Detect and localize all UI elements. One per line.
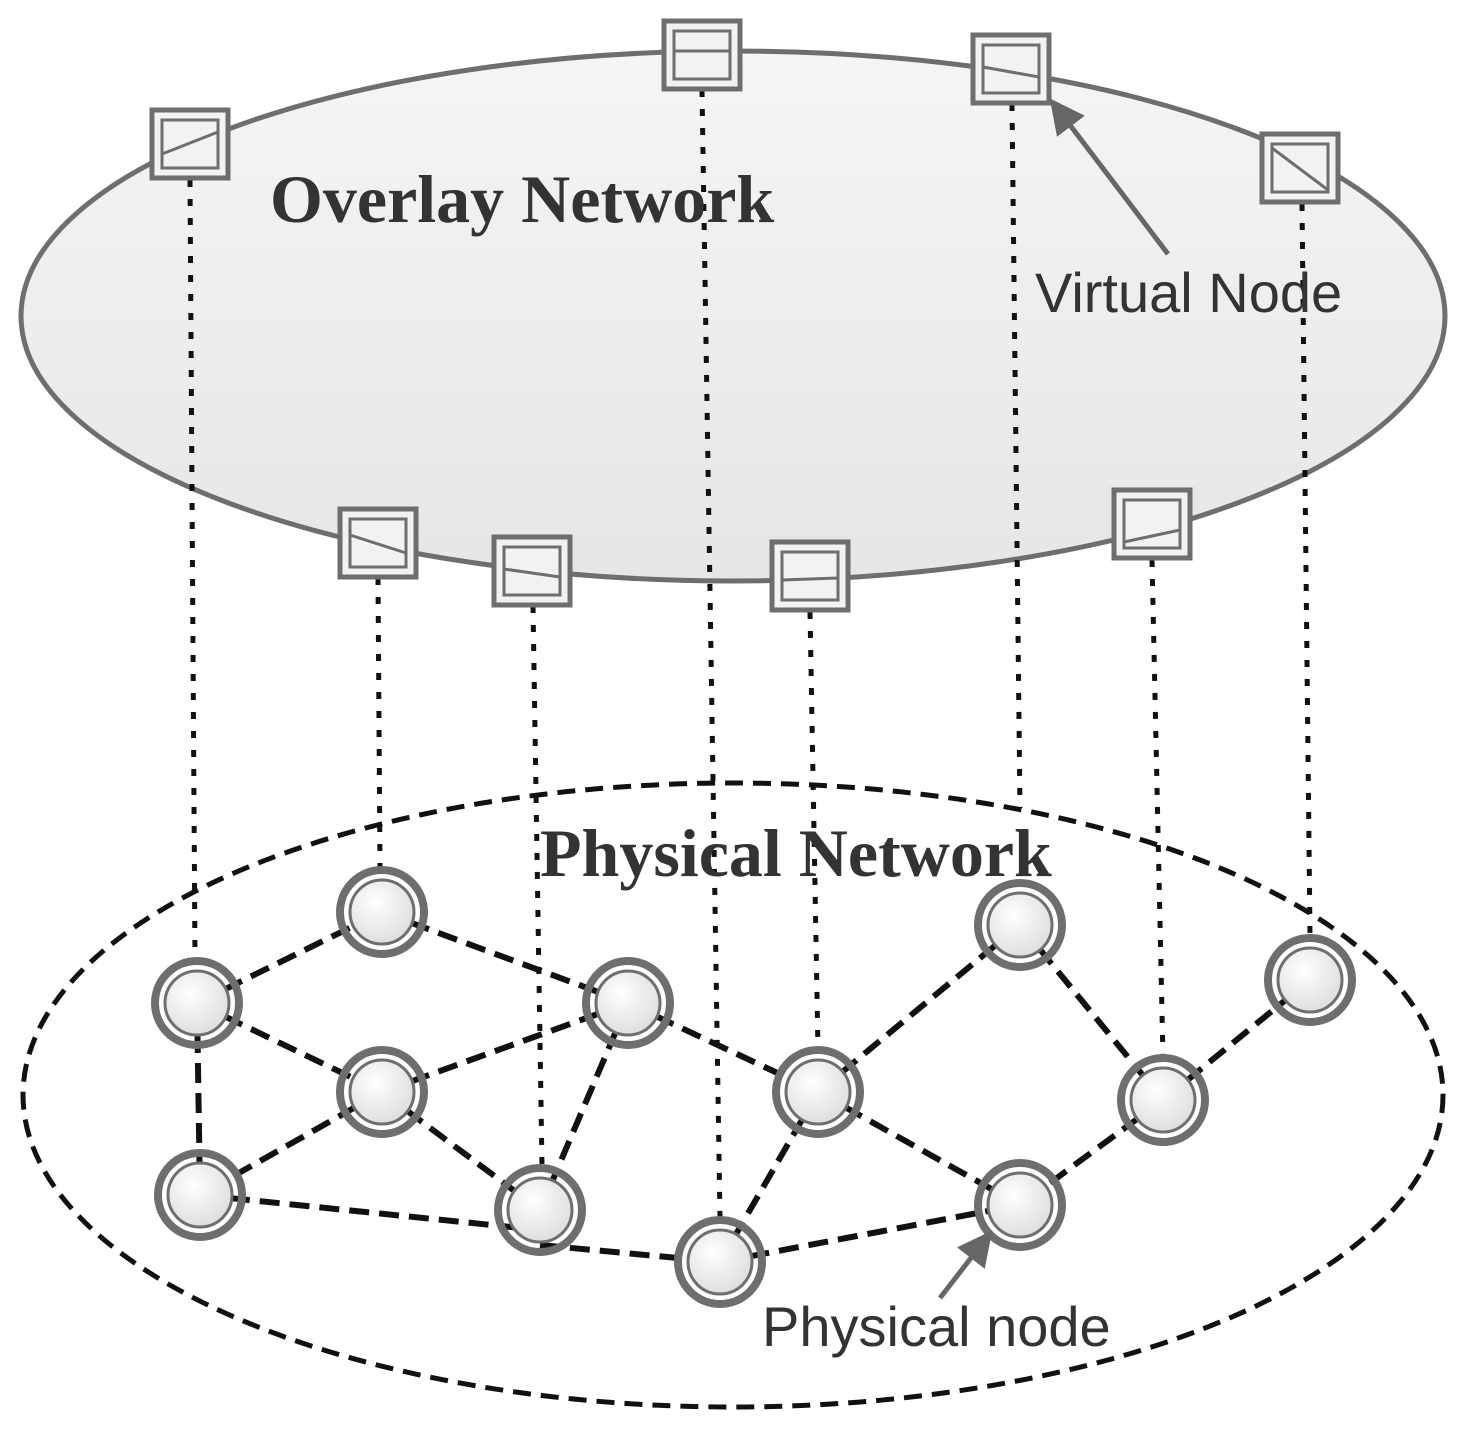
physical-link (198, 1089, 384, 1198)
physical-node (674, 1216, 766, 1308)
physical-node (154, 1149, 246, 1241)
physical-node-label: Physical node (762, 1295, 1111, 1358)
mapping-line (1299, 203, 1313, 936)
virtual-node-arrow (1049, 98, 1170, 256)
physical-node (1264, 934, 1356, 1026)
virtual-node (970, 32, 1052, 106)
physical-link (1017, 923, 1166, 1102)
physical-node (494, 1164, 586, 1256)
physical-node (974, 1159, 1066, 1251)
overlay-network-title: Overlay Network (270, 161, 774, 237)
physical-network-ellipse (20, 780, 1446, 1410)
virtual-nodes (149, 18, 1341, 613)
physical-link (626, 1000, 820, 1095)
mapping-line (807, 611, 821, 1051)
physical-link (816, 1089, 1022, 1208)
physical-link (195, 1000, 384, 1095)
mapping-lines (187, 89, 1313, 1219)
virtual-node (1111, 487, 1193, 561)
virtual-node (1259, 131, 1341, 205)
physical-link (537, 1001, 631, 1212)
physical-network-title: Physical Network (540, 815, 1052, 891)
physical-node-arrow (938, 1230, 993, 1300)
virtual-node (769, 539, 851, 613)
physical-node (772, 1046, 864, 1138)
virtual-node-label: Virtual Node (1035, 261, 1342, 324)
physical-link (199, 1192, 541, 1233)
physical-link (719, 1202, 1021, 1265)
physical-link (195, 909, 384, 1006)
physical-node (336, 866, 428, 958)
virtual-node (491, 534, 573, 608)
physical-node (151, 957, 243, 1049)
virtual-node (661, 18, 743, 92)
physical-node (1117, 1054, 1209, 1146)
physical-node (336, 1046, 428, 1138)
mapping-line (187, 179, 198, 961)
virtual-node (149, 107, 231, 181)
physical-node (582, 957, 674, 1049)
physical-node (974, 879, 1066, 971)
physical-nodes (151, 866, 1356, 1308)
mapping-line (1009, 103, 1023, 809)
mapping-line (1149, 559, 1166, 1059)
virtual-node (337, 506, 419, 580)
